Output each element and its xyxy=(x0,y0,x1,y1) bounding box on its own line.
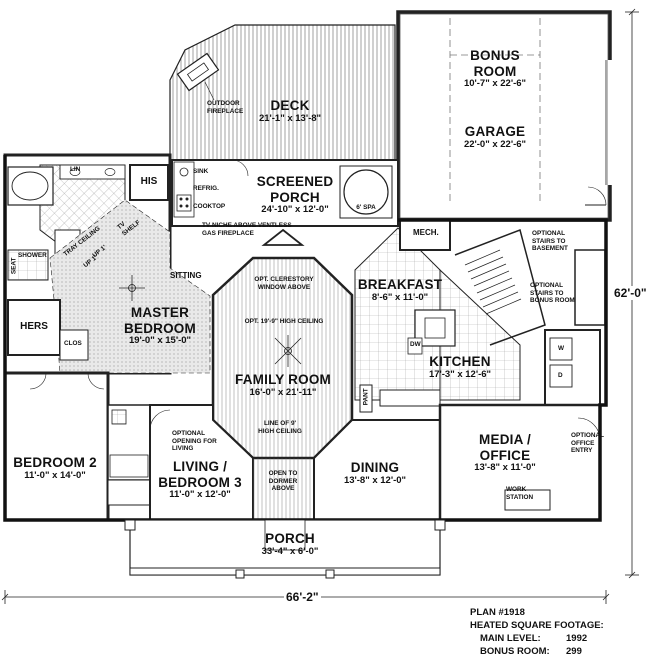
living-bedroom-3-name-2: BEDROOM 3 xyxy=(158,474,242,490)
family-room-dims: 16'-0" x 21'-11" xyxy=(249,386,317,398)
master-bedroom-name-2: BEDROOM xyxy=(124,320,196,336)
master-suite-area xyxy=(3,153,211,375)
main-level-row: MAIN LEVEL: 1992 xyxy=(470,632,604,645)
master-bedroom-label: MASTER BEDROOM 19'-0" x 15'-0" xyxy=(105,305,215,347)
closet-note: CLOS xyxy=(64,340,82,347)
open-dormer-note: OPEN TO DORMER ABOVE xyxy=(268,470,298,493)
bonus-room-name-1: BONUS xyxy=(470,48,520,63)
seat-note: SEAT xyxy=(10,257,18,275)
bedroom-2-label: BEDROOM 2 11'-0" x 14'-0" xyxy=(5,455,105,481)
sitting-note: SITTING xyxy=(170,271,202,280)
stairs-basement-note: OPTIONAL STAIRS TO BASEMENT xyxy=(532,230,568,253)
bedroom-2-name: BEDROOM 2 xyxy=(13,455,97,470)
bonus-room-footage-label: BONUS ROOM: xyxy=(480,646,550,657)
refrig-note: REFRIG. xyxy=(193,185,219,192)
kitchen-label: KITCHEN 17'-3" x 12'-6" xyxy=(405,354,515,380)
bonus-room-name-2: ROOM xyxy=(473,63,517,79)
garage-name: GARAGE xyxy=(464,124,526,139)
kitchen-dims: 17'-3" x 12'-6" xyxy=(428,368,492,380)
deck-dims: 21'-1" x 13'-8" xyxy=(258,112,322,124)
screened-porch-name-1: SCREENED xyxy=(256,174,334,189)
living-bedroom-3-name-1: LIVING / xyxy=(172,459,228,474)
screened-porch-area xyxy=(171,159,399,227)
dining-name: DINING xyxy=(350,460,400,475)
media-office-label: MEDIA / OFFICE 13'-8" x 11'-0" xyxy=(440,432,570,474)
dryer-note: D xyxy=(558,372,563,379)
main-level-value: 1992 xyxy=(566,633,588,644)
line-ceiling-note: LINE OF 9' HIGH CEILING xyxy=(258,420,302,435)
bonus-room-footage-value: 299 xyxy=(566,646,582,657)
media-office-name-2: OFFICE xyxy=(479,447,531,463)
shower-note: SHOWER xyxy=(18,252,47,259)
front-porch-area xyxy=(124,519,446,579)
high-ceiling-note: OPT. 19'-9" HIGH CEILING xyxy=(244,318,324,325)
front-rooms-area xyxy=(3,371,602,522)
clerestory-note: OPT. CLERESTORY WINDOW ABOVE xyxy=(254,276,314,291)
breakfast-label: BREAKFAST 8'-6" x 11'-0" xyxy=(340,277,460,303)
family-room-label: FAMILY ROOM 16'-0" x 21'-11" xyxy=(223,372,343,398)
stairs-bonus-note: OPTIONAL STAIRS TO BONUS ROOM xyxy=(530,282,575,305)
media-office-dims: 13'-8" x 11'-0" xyxy=(474,462,536,474)
service-area xyxy=(544,249,606,406)
porch-dims: 33'-4" x 6'-0" xyxy=(261,545,319,557)
work-station-note: WORK STATION xyxy=(506,486,534,501)
garage-dims: 22'-0" x 22'-6" xyxy=(463,138,527,150)
master-bedroom-dims: 19'-0" x 15'-0" xyxy=(128,335,192,347)
hers-closet-label: HERS xyxy=(8,321,60,333)
breakfast-name: BREAKFAST xyxy=(357,277,443,292)
washer-note: W xyxy=(558,345,565,352)
bonus-room-row: BONUS ROOM: 299 xyxy=(470,645,604,658)
mech-note: MECH. xyxy=(413,228,439,237)
overall-depth-label: 62'-0" xyxy=(612,286,649,300)
porch-name: PORCH xyxy=(265,531,315,546)
sink-note: SINK xyxy=(193,168,209,175)
linen-note: LIN xyxy=(70,166,81,173)
overall-width-label: 66'-2" xyxy=(284,590,321,604)
plan-number: PLAN #1918 xyxy=(470,607,525,618)
screened-porch-name-2: PORCH xyxy=(270,189,320,205)
main-level-label: MAIN LEVEL: xyxy=(480,633,541,644)
dishwasher-note: DW xyxy=(410,341,421,348)
living-bedroom-3-dims: 11'-0" x 12'-0" xyxy=(169,489,231,501)
garage-label: GARAGE 22'-0" x 22'-6" xyxy=(440,124,550,150)
deck-label: DECK 21'-1" x 13'-8" xyxy=(225,98,355,124)
deck-name: DECK xyxy=(270,98,310,113)
breakfast-dims: 8'-6" x 11'-0" xyxy=(371,291,429,303)
cooktop-note: COOKTOP xyxy=(193,203,226,210)
screened-porch-dims: 24'-10" x 12'-0" xyxy=(261,204,329,216)
deck-area xyxy=(169,24,396,161)
kitchen-area xyxy=(354,219,546,413)
plan-info: PLAN #1918 HEATED SQUARE FOOTAGE: MAIN L… xyxy=(470,606,604,658)
garage-area xyxy=(396,10,612,222)
office-entry-note: OPTIONAL OFFICE ENTRY xyxy=(571,432,604,455)
tv-niche-note: TV NICHE ABOVE VENTLESS GAS FIREPLACE xyxy=(202,222,292,237)
his-closet-name: HIS xyxy=(140,176,158,187)
kitchen-name: KITCHEN xyxy=(429,354,491,369)
dining-dims: 13'-8" x 12'-0" xyxy=(343,474,407,486)
family-room-name: FAMILY ROOM xyxy=(235,372,331,387)
spa-note: 6' SPA xyxy=(356,204,376,211)
living-bedroom-3-label: LIVING / BEDROOM 3 11'-0" x 12'-0" xyxy=(150,459,250,501)
pantry-note: PANT xyxy=(362,388,370,406)
bonus-room-label: BONUS ROOM 10'-7" x 22'-6" xyxy=(440,48,550,90)
exterior-wall xyxy=(3,155,608,522)
his-closet-label: HIS xyxy=(130,176,168,188)
screened-porch-label: SCREENED PORCH 24'-10" x 12'-0" xyxy=(240,174,350,216)
outdoor-fireplace-note: OUTDOOR FIREPLACE xyxy=(207,100,244,115)
master-bedroom-name-1: MASTER xyxy=(130,305,190,320)
dining-label: DINING 13'-8" x 12'-0" xyxy=(320,460,430,486)
bedroom-2-dims: 11'-0" x 14'-0" xyxy=(24,469,86,481)
porch-label: PORCH 33'-4" x 6'-0" xyxy=(235,531,345,557)
media-office-name-1: MEDIA / xyxy=(479,432,531,447)
optional-opening-note: OPTIONAL OPENING FOR LIVING xyxy=(172,430,217,453)
bonus-room-dims: 10'-7" x 22'-6" xyxy=(463,78,527,90)
hers-closet-name: HERS xyxy=(20,321,48,332)
heated-footage-heading: HEATED SQUARE FOOTAGE: xyxy=(470,620,604,631)
